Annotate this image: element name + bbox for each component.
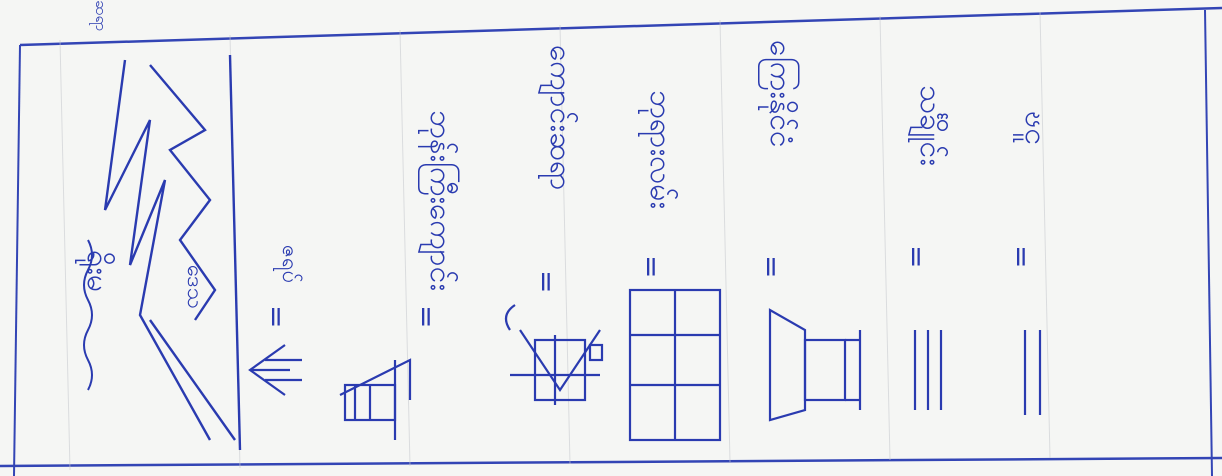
line-eq-2: =	[532, 270, 560, 293]
pagoda-icon	[506, 305, 602, 405]
heading-text: ရိုးမ	[82, 250, 112, 292]
line-label-4: ကြေးနိုင်ငံ	[765, 40, 795, 148]
line-eq-4: =	[757, 255, 785, 278]
grid-road-icon	[630, 290, 720, 440]
mountain-range-drawing	[105, 55, 240, 450]
mountain-label: ဒေသ	[183, 265, 205, 309]
line-label-7: ဇရပ်	[278, 245, 300, 283]
rest-house-icon	[770, 310, 860, 420]
line-label-2: ကျောင်းဆရာ	[545, 45, 575, 191]
box-top-line	[20, 8, 1222, 45]
line-label-1: ဘုန်းကြီးကျောင်း	[425, 110, 455, 291]
box-bottom-line	[0, 458, 1222, 466]
line-label-5: သင်္ချိုင်း	[915, 85, 945, 166]
monastery-icon	[340, 360, 410, 440]
box-right-line	[1205, 10, 1212, 476]
line-eq-1: =	[412, 305, 440, 328]
line-eq-3: =	[637, 255, 665, 278]
line-label-3: ဘုရားလမ်း	[645, 90, 675, 209]
margin-text: ဆရာ	[88, 0, 112, 31]
box-left-line	[14, 45, 20, 476]
triple-line-icon	[915, 330, 941, 410]
line-label-6: ၓငူ	[1020, 110, 1050, 145]
line-eq-5: =	[902, 245, 930, 268]
line-eq-6: =	[1007, 245, 1035, 268]
house-symbol-icon	[250, 345, 302, 395]
double-line-icon	[1025, 330, 1040, 415]
line-eq-7: =	[262, 305, 290, 328]
